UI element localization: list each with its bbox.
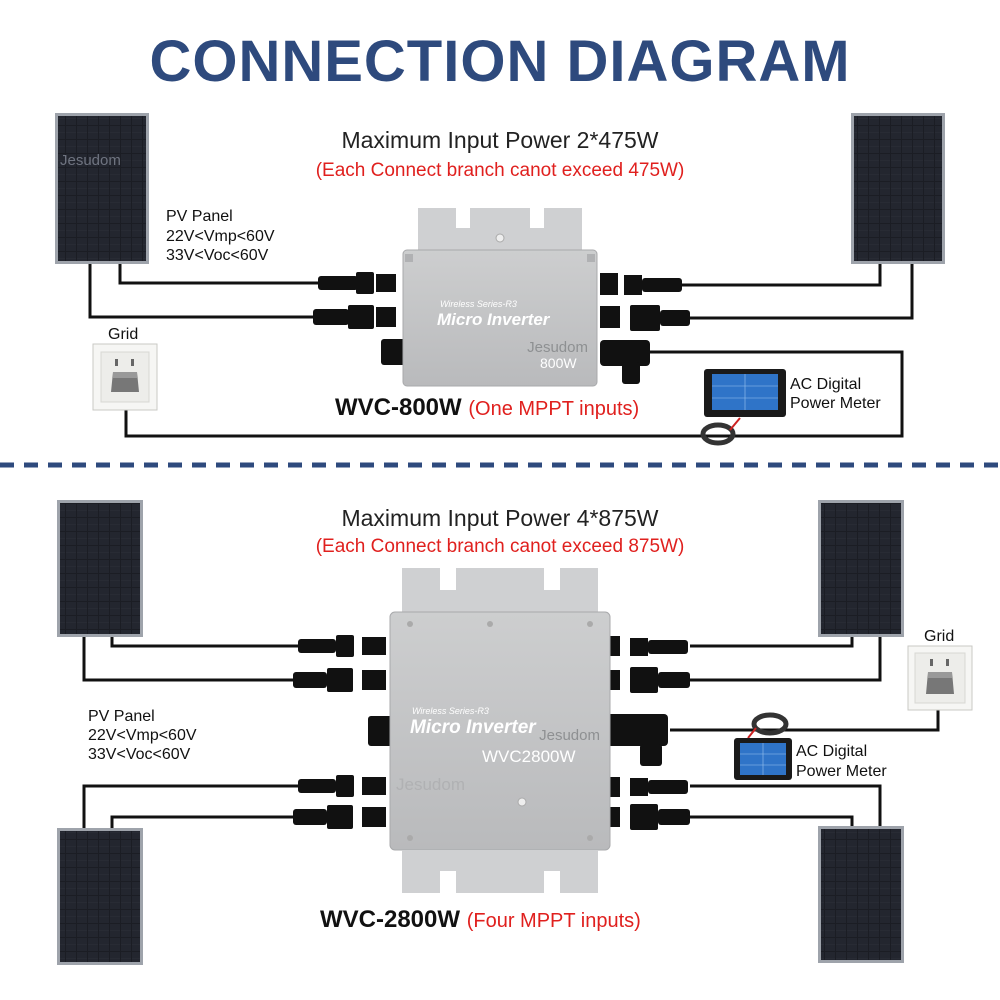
bottom-grid-label: Grid — [924, 628, 955, 645]
top-inverter: Wireless Series-R3 Micro Inverter Jesudo… — [402, 208, 598, 387]
top-wires — [88, 262, 914, 438]
bottom-pv-panel-label: PV Panel — [88, 708, 155, 725]
bottom-pv-voc: 33V<Voc<60V — [88, 746, 191, 763]
top-power-meter — [700, 369, 786, 446]
bottom-max-power: Maximum Input Power 4*875W — [341, 505, 659, 531]
bottom-model-name: WVC-2800W — [320, 906, 461, 933]
bottom-inverter-name: Micro Inverter — [410, 717, 537, 738]
top-branch-note: (Each Connect branch canot exceed 475W) — [315, 160, 685, 181]
top-right-connectors — [600, 273, 690, 384]
page-title: CONNECTION DIAGRAM — [149, 29, 851, 94]
top-inverter-rating: 800W — [540, 355, 577, 371]
bottom-inverter: Wireless Series-R3 Micro Inverter Jesudo… — [389, 568, 611, 893]
top-model-note: (One MPPT inputs) — [468, 398, 640, 420]
top-model-title: WVC-800W (One MPPT inputs) — [335, 394, 639, 422]
top-right-pv-panel — [851, 113, 945, 264]
top-pv-panel-label: PV Panel — [166, 208, 233, 225]
bottom-meter-label-1: AC Digital — [796, 743, 868, 760]
bottom-inverter-watermark-2: Jesudom — [396, 775, 465, 794]
bottom-meter-label-2: Power Meter — [796, 763, 887, 780]
bottom-inverter-series: Wireless Series-R3 — [412, 706, 489, 716]
top-grid-label: Grid — [108, 326, 139, 343]
top-left-connectors — [313, 272, 409, 365]
bottom-top-left-pv-panel — [57, 500, 143, 637]
bottom-bottom-left-pv-panel — [57, 828, 143, 965]
bottom-power-meter — [734, 712, 792, 780]
bottom-inverter-rating: WVC2800W — [482, 747, 576, 766]
top-pv-vmp: 22V<Vmp<60V — [166, 228, 275, 245]
bottom-pv-vmp: 22V<Vmp<60V — [88, 727, 197, 744]
top-meter-label-1: AC Digital — [790, 376, 862, 393]
top-model-name: WVC-800W — [335, 394, 462, 421]
bottom-top-right-pv-panel — [818, 500, 904, 637]
bottom-model-note: (Four MPPT inputs) — [466, 910, 641, 932]
bottom-grid-socket — [907, 645, 973, 711]
top-grid-socket — [92, 343, 158, 411]
bottom-right-connectors — [600, 636, 690, 830]
top-inverter-series: Wireless Series-R3 — [440, 299, 517, 309]
top-inverter-watermark: Jesudom — [527, 339, 588, 356]
bottom-model-title: WVC-2800W (Four MPPT inputs) — [320, 906, 641, 934]
top-left-pv-panel: Jesudom — [55, 113, 149, 264]
bottom-left-connectors — [293, 635, 394, 829]
bottom-branch-note: (Each Connect branch canot exceed 875W) — [315, 536, 685, 557]
top-panel-watermark: Jesudom — [60, 152, 121, 169]
top-meter-label-2: Power Meter — [790, 395, 881, 412]
top-inverter-name: Micro Inverter — [437, 310, 551, 329]
top-max-power: Maximum Input Power 2*475W — [341, 127, 659, 153]
bottom-inverter-watermark-1: Jesudom — [539, 727, 600, 744]
bottom-bottom-right-pv-panel — [818, 826, 904, 963]
top-pv-voc: 33V<Voc<60V — [166, 247, 269, 264]
